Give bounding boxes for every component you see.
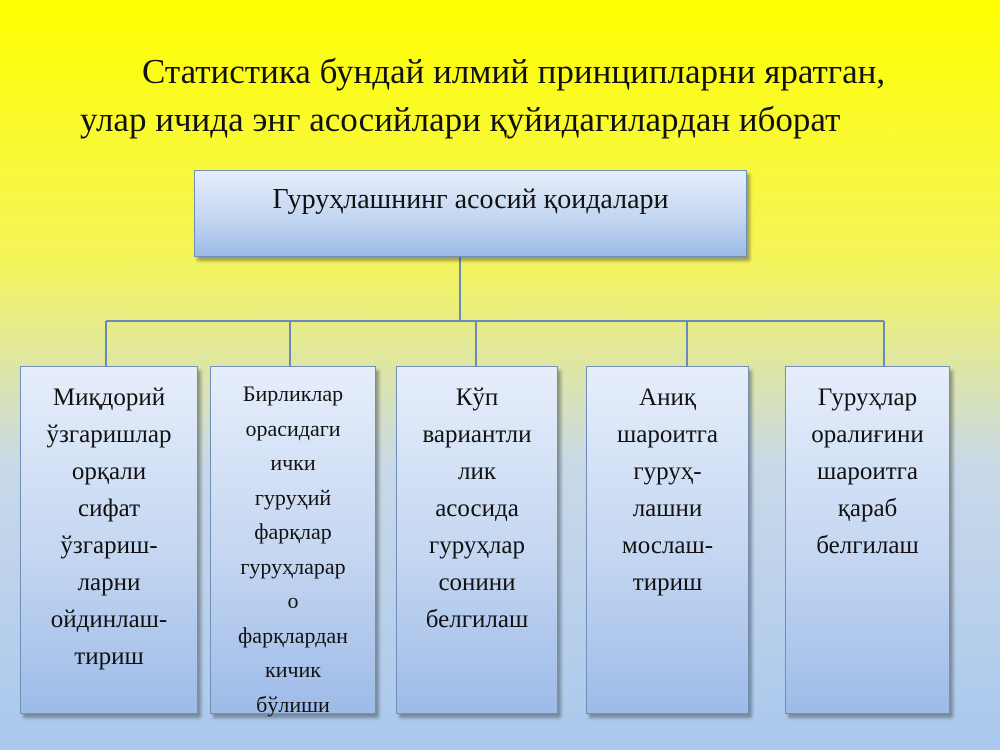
child-4-line-3: гуруҳ- xyxy=(633,458,702,485)
diagram-child-node-4: Аниқ шароитга гуруҳ-лашни мослаш-тириш xyxy=(586,366,749,714)
child-3-line-6: сонини xyxy=(438,569,516,596)
child-5-line-2: оралиғини xyxy=(811,421,924,448)
child-3-line-4: асосида xyxy=(435,495,519,522)
child-4-line-6: тириш xyxy=(632,569,703,596)
child-4-text: Аниқ шароитга гуруҳ-лашни мослаш-тириш xyxy=(587,379,748,601)
child-4-line-1: Аниқ xyxy=(639,384,696,411)
child-2-line-4: гуруҳий xyxy=(254,484,332,510)
child-1-line-8: тириш xyxy=(74,643,144,670)
child-4-line-5: мослаш- xyxy=(621,532,714,559)
child-3-line-5: гуруҳлар xyxy=(429,532,525,559)
child-5-line-3: шароитга xyxy=(816,458,918,485)
child-2-text: Бирликлар орасидаги ички гуруҳий фарқлар гуру… xyxy=(211,377,375,722)
diagram-root-node: Гуруҳлашнинг асосий қоидалари xyxy=(194,170,747,257)
child-3-line-7: белгилаш xyxy=(425,606,529,633)
child-3-line-1: Кўп xyxy=(455,384,499,411)
child-5-line-4: қараб xyxy=(837,495,898,522)
child-5-line-5: белгилаш xyxy=(816,532,919,559)
child-2-line-7: о xyxy=(287,588,299,613)
child-1-line-4: сифат xyxy=(77,495,141,522)
child-1-line-3: орқали xyxy=(71,458,147,485)
child-3-line-2: вариантли xyxy=(422,421,532,448)
child-1-line-6: ларни xyxy=(77,569,141,596)
child-1-text: Миқдорий ўзгаришлар орқали сифат ўзгариш-лар… xyxy=(21,379,197,675)
child-4-line-4: лашни xyxy=(632,495,703,522)
child-2-line-10: бўлиши xyxy=(256,691,330,717)
child-2-line-5: фарқлар xyxy=(254,519,332,544)
child-4-line-2: шароитга xyxy=(616,421,718,448)
child-2-line-6: гуруҳларар xyxy=(240,553,346,579)
child-3-text: Кўп вариантли лик асосида гуруҳлар сонини белг… xyxy=(397,379,557,638)
child-1-line-1: Миқдорий xyxy=(52,384,166,411)
diagram-child-node-2: Бирликлар орасидаги ички гуруҳий фарқлар гуру… xyxy=(210,366,376,717)
child-5-text: Гуруҳлар оралиғини шароитга қараб белгилаш xyxy=(786,379,949,564)
slide-title-line-1: Статистика бундай илмий принципларни яра… xyxy=(142,52,886,91)
slide-title-line-2: улар ичида энг асосийлари қуйидагилардан… xyxy=(80,100,841,139)
diagram-child-node-1: Миқдорий ўзгаришлар орқали сифат ўзгариш-лар… xyxy=(20,366,198,714)
child-2-line-8: фарқлардан xyxy=(238,622,348,648)
child-1-line-7: ойдинлаш- xyxy=(50,606,168,633)
child-3-line-3: лик xyxy=(457,458,496,485)
diagram-child-node-3: Кўп вариантли лик асосида гуруҳлар сонини белг… xyxy=(396,366,558,714)
child-1-line-5: ўзгариш- xyxy=(60,532,158,559)
child-2-line-3: ички xyxy=(270,450,316,475)
diagram-child-node-5: Гуруҳлар оралиғини шароитга қараб белгилаш xyxy=(785,366,950,714)
child-5-line-1: Гуруҳлар xyxy=(817,384,918,411)
child-2-line-1: Бирликлар xyxy=(242,381,344,406)
diagram-root-label: Гуруҳлашнинг асосий қоидалари xyxy=(272,184,669,215)
child-1-line-2: ўзгаришлар xyxy=(46,421,172,448)
child-2-line-9: кичик xyxy=(265,657,321,682)
child-2-line-2: орасидаги xyxy=(245,415,341,441)
